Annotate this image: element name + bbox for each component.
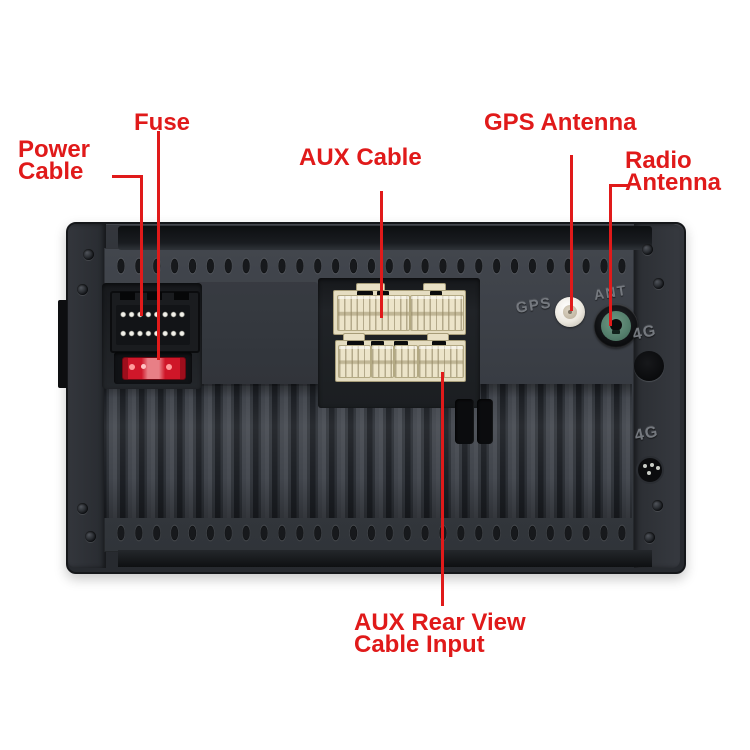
pointer-power-cable-horizontal — [112, 175, 143, 178]
vent-row-top — [112, 253, 633, 279]
power-pin-row — [119, 329, 187, 338]
aux-lower-plug — [394, 345, 418, 378]
bottom-bezel — [118, 550, 652, 567]
4g-connector-pin — [650, 463, 654, 467]
pointer-fuse — [157, 131, 160, 360]
power-connector-notch — [147, 292, 162, 300]
pointer-power-cable — [140, 175, 143, 316]
power-connector-notch — [174, 292, 189, 300]
label-power-cable-line2: Cable — [18, 157, 84, 185]
label-radio-antenna: Radio Antenna — [625, 147, 721, 196]
screw-hole — [77, 284, 88, 295]
radio-port-keyway — [612, 330, 620, 334]
label-aux-cable: AUX Cable — [299, 144, 422, 171]
aux-lower-plug — [371, 345, 394, 378]
aux-lower-keyslot — [371, 341, 384, 348]
screw-hole — [77, 503, 88, 514]
4g-antenna-connector — [636, 456, 664, 484]
aux-upper-plug-right — [410, 295, 464, 331]
fuse-holder — [122, 357, 186, 380]
power-pin-row — [119, 310, 187, 319]
screw-hole — [652, 500, 663, 511]
pointer-radio-antenna — [609, 184, 612, 326]
label-aux-rear-view-line1: AUX Rear View — [354, 609, 526, 636]
aux-upper-plug-left — [337, 295, 410, 331]
label-aux-rear-view-line2: Cable Input — [354, 630, 485, 658]
4g-connector-pin — [647, 471, 651, 475]
4g-connector-pin — [643, 464, 647, 468]
vent-row-bottom — [112, 520, 633, 546]
screw-hole — [83, 249, 94, 260]
pointer-aux-rear-view — [441, 372, 444, 606]
label-power-cable: Power Cable — [18, 136, 91, 185]
pointer-aux-cable — [380, 191, 383, 318]
fuse-contact-dot — [129, 364, 135, 370]
label-power-cable-line1: Power — [18, 136, 91, 163]
radio-port-hole — [610, 319, 622, 331]
side-tab-left — [58, 300, 67, 388]
label-radio-antenna-line1: Radio — [625, 147, 692, 174]
fuse-contact-dot — [141, 364, 146, 369]
aux-lower-keyslot — [394, 341, 408, 348]
pointer-gps-antenna — [570, 155, 573, 311]
radio-port-dot — [603, 337, 607, 341]
recessed-plate — [196, 282, 318, 386]
mounting-bracket-right — [634, 224, 680, 568]
fuse-contact-dot — [166, 364, 172, 370]
label-radio-antenna-line2: Antenna — [625, 168, 721, 196]
label-aux-rear-view: AUX Rear View Cable Input — [354, 609, 526, 658]
screw-hole — [653, 278, 664, 289]
pointer-radio-antenna-horizontal — [609, 184, 629, 187]
label-gps-antenna: GPS Antenna — [484, 109, 637, 136]
label-fuse: Fuse — [134, 109, 191, 136]
top-bezel — [118, 226, 652, 250]
aux-lower-plug — [338, 345, 371, 378]
panel-slot — [455, 399, 474, 444]
aux-rear-view-plug — [418, 345, 464, 378]
screw-hole — [85, 531, 96, 542]
panel-slot — [477, 399, 493, 444]
aux-lower-keyslot — [347, 341, 364, 348]
mounting-bracket-left — [68, 224, 106, 568]
screw-hole — [644, 532, 655, 543]
screw-hole — [642, 244, 653, 255]
4g-connector-pin — [656, 466, 660, 470]
aux-lower-keyslot — [432, 341, 446, 348]
power-connector-notch — [120, 292, 135, 300]
gps-port-pin — [568, 310, 572, 314]
4g-port-hole — [634, 351, 664, 381]
